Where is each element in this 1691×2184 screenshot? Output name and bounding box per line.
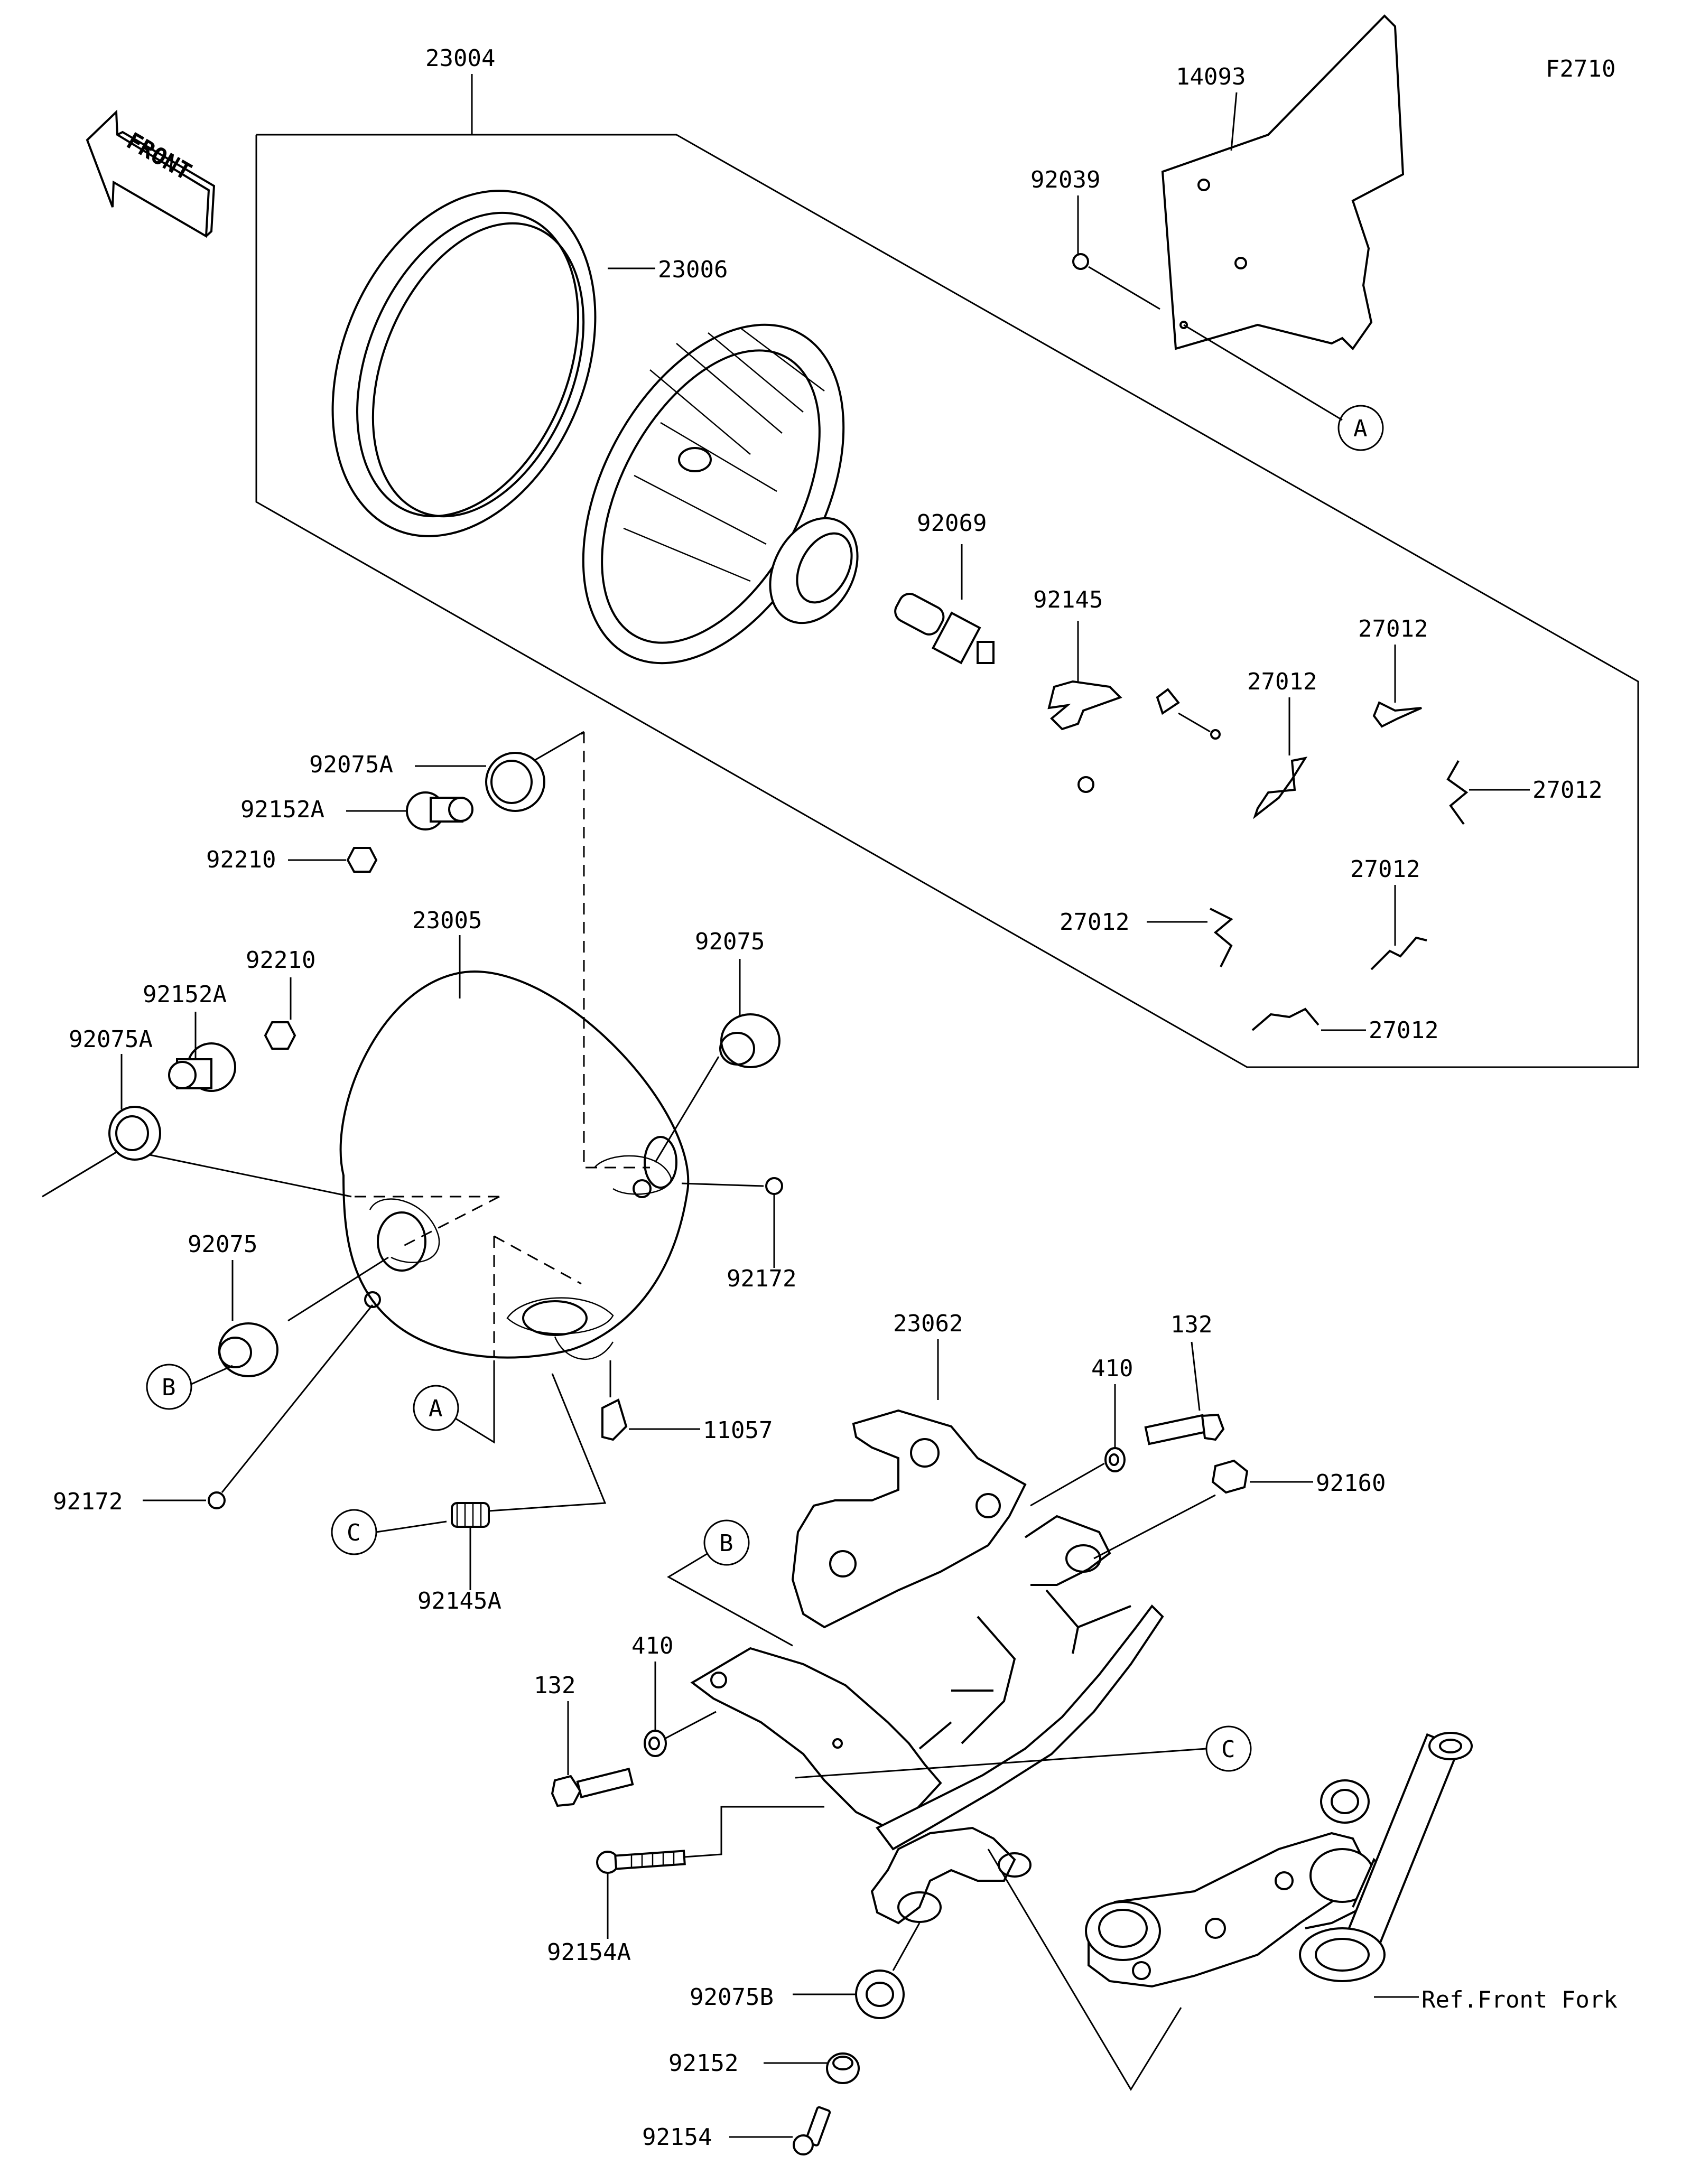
hidden-line-diag1: [494, 1235, 582, 1285]
callout-92152a-top: 92152A: [240, 796, 324, 823]
callout-b-left: B: [162, 1374, 176, 1401]
grommet-92075-left: [218, 1322, 278, 1377]
screw-92039: [1072, 253, 1160, 310]
grommet-92075a-mid: [108, 1106, 161, 1161]
callout-410-top: 410: [1091, 1355, 1133, 1382]
headlight-stay: [690, 1515, 1164, 1925]
callout-23005: 23005: [412, 907, 482, 934]
nut-92210-top: [346, 847, 378, 873]
screw-92172-left: [208, 1491, 226, 1509]
callout-92210-top: 92210: [206, 846, 276, 873]
collar-92152a-top: [406, 791, 473, 830]
callout-c-left: C: [347, 1519, 361, 1546]
callout-92075-right: 92075: [695, 928, 765, 955]
cover-panel-14093: [1161, 14, 1405, 351]
callout-92075a-mid: 92075A: [69, 1026, 153, 1053]
callout-ref-front-fork: Ref.Front Fork: [1421, 1986, 1618, 2013]
washer-410-bottom: [644, 1730, 667, 1757]
callout-92152a-mid: 92152A: [143, 981, 227, 1008]
bracket-23062: [791, 1409, 1027, 1629]
bolt-132-bottom: [551, 1767, 634, 1807]
callout-a-top: A: [1353, 415, 1368, 442]
headlight-rim-23006: [331, 190, 597, 537]
washer-410-top: [1104, 1447, 1126, 1472]
nut-92210-mid: [264, 1021, 296, 1050]
bolt-92154: [793, 2106, 831, 2155]
headlight-unit-frame: [255, 134, 1639, 1068]
callout-92210-mid: 92210: [246, 947, 315, 974]
clamp-27012-b: [1253, 757, 1308, 819]
collar-92152: [826, 2052, 860, 2084]
callout-92152: 92152: [668, 2050, 738, 2077]
callout-92160: 92160: [1316, 1470, 1386, 1497]
grommet-92075-right: [719, 1013, 781, 1068]
callout-92172-left: 92172: [53, 1488, 123, 1515]
callout-14093: 14093: [1176, 63, 1246, 90]
callout-27012-e: 27012: [1350, 856, 1420, 883]
callout-92145: 92145: [1033, 586, 1103, 613]
callout-c-bracket: C: [1221, 1736, 1235, 1763]
callout-92154a: 92154A: [547, 1939, 631, 1966]
bolt-132-top: [1144, 1413, 1225, 1445]
reference-marker-a-mid: [413, 1385, 459, 1431]
wire-clip-92145: [1047, 680, 1221, 793]
figure-code: F2710: [1546, 55, 1615, 82]
callout-23062: 23062: [893, 1310, 963, 1337]
callout-b-bracket: B: [719, 1530, 733, 1557]
callout-132-bottom: 132: [534, 1672, 575, 1699]
callout-27012-c: 27012: [1532, 777, 1602, 804]
callout-92075-left: 92075: [188, 1231, 257, 1258]
callout-92075a-top: 92075A: [309, 751, 393, 778]
collar-92152a-mid: [168, 1042, 236, 1092]
clamp-27012-f: [1251, 1007, 1320, 1031]
callout-132-top: 132: [1170, 1311, 1212, 1338]
clamp-27012-a: [1372, 701, 1422, 728]
headlight-housing-23005: [339, 970, 690, 1360]
bulb-92069: [894, 593, 995, 665]
callout-27012-d: 27012: [1060, 909, 1129, 936]
callout-92039: 92039: [1030, 166, 1100, 193]
hidden-line-upper: [583, 732, 650, 1169]
front-fork-steering-stem: [1085, 1732, 1473, 1988]
callout-92069: 92069: [917, 510, 987, 537]
callout-23006: 23006: [658, 256, 728, 283]
callout-92075b: 92075B: [690, 1984, 774, 2011]
callout-92145a: 92145A: [417, 1588, 501, 1614]
bolt-92154a: [596, 1850, 686, 1874]
callout-92172-right: 92172: [727, 1265, 796, 1292]
nut-11057: [601, 1398, 628, 1441]
callout-27012-b: 27012: [1247, 668, 1317, 695]
callout-92154: 92154: [642, 2124, 712, 2151]
callout-27012-a: 27012: [1358, 615, 1428, 642]
callout-23004: 23004: [425, 45, 495, 72]
spring-92145a: [451, 1502, 490, 1528]
callout-a-mid: A: [429, 1395, 443, 1422]
reference-marker-b-left: [146, 1364, 192, 1410]
callout-11057: 11057: [703, 1417, 773, 1444]
front-arrow-icon: FRONT: [86, 109, 216, 238]
clamp-27012-d: [1210, 908, 1233, 967]
reference-marker-b-bracket: [703, 1519, 750, 1566]
screw-92172-right: [765, 1177, 783, 1195]
clamp-27012-e: [1370, 936, 1427, 970]
nut-92160: [1211, 1459, 1249, 1494]
headlight-lens: [582, 323, 859, 665]
reference-marker-a-top: [1337, 405, 1384, 451]
grommet-92075b: [855, 1970, 905, 2019]
grommet-92075a-top: [485, 752, 545, 812]
clamp-27012-c: [1446, 760, 1469, 825]
callout-410-bottom: 410: [631, 1632, 673, 1659]
callout-27012-f: 27012: [1369, 1017, 1438, 1044]
